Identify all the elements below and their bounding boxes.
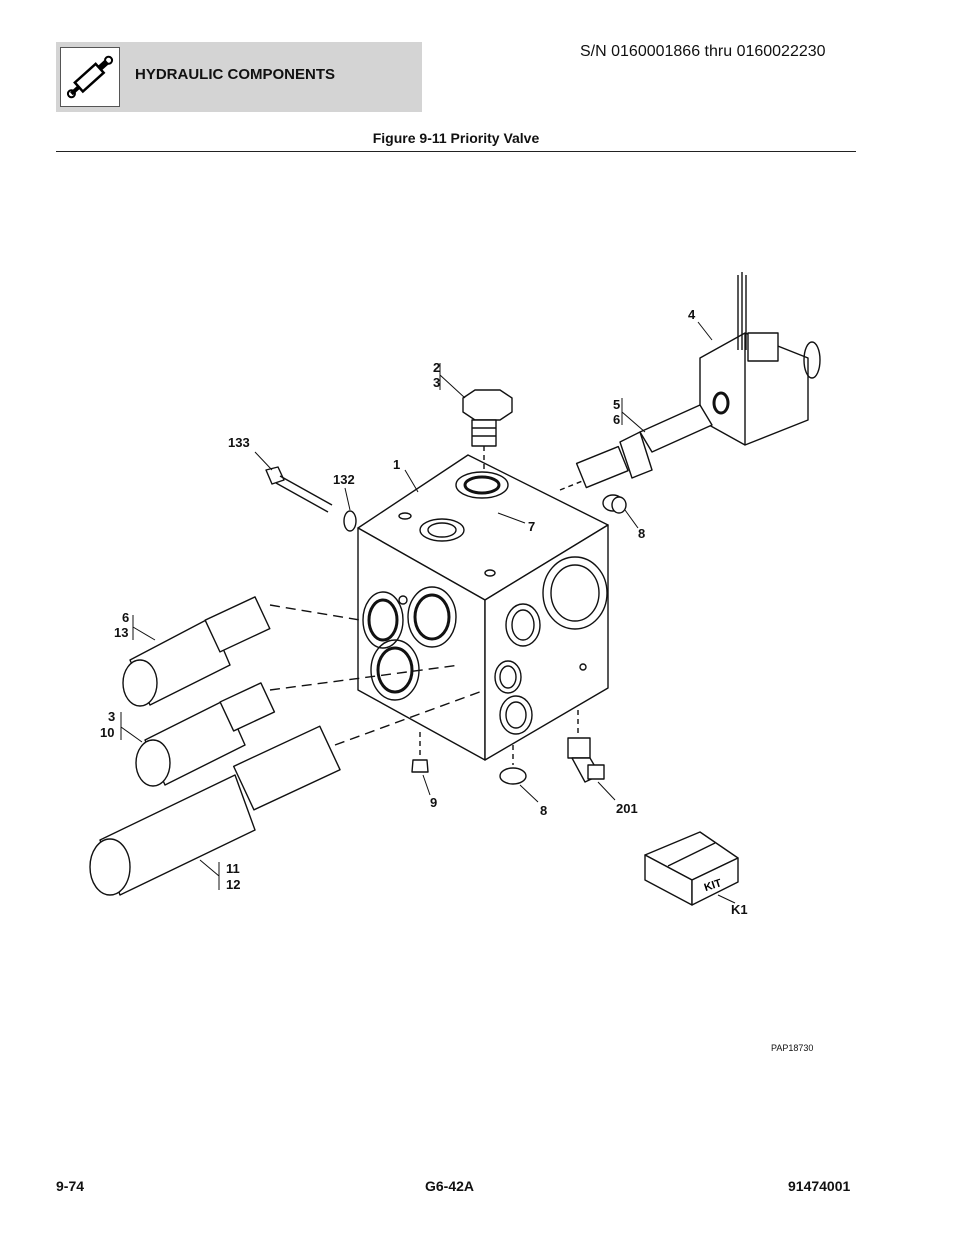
callout-6: 6 [613,412,621,427]
model-number: G6-42A [425,1178,475,1194]
callout-5: 5 [613,397,621,412]
callout-k1: K1 [731,902,748,917]
leader-lines [120,321,736,904]
callout-13: 13 [114,625,129,640]
callout-8-bottom: 8 [540,803,548,818]
relief-cartridge [462,389,513,470]
bolt-and-washer [265,466,357,532]
cartridge-3-10 [135,664,461,787]
callout-6b: 6 [122,610,130,625]
valve-block [357,454,609,761]
cartridge-11-12 [89,689,486,896]
document-number: 91474001 [788,1178,851,1194]
callout-133: 133 [228,435,250,450]
kit-box [644,831,739,906]
cartridge-6-13 [122,596,361,707]
callout-201: 201 [616,801,638,816]
solenoid-stem [559,404,713,491]
callout-12: 12 [226,877,241,892]
callout-10: 10 [100,725,115,740]
plug-9 [411,732,429,773]
elbow-fitting-201 [567,710,605,783]
serial-range: S/N 0160001866 thru 0160022230 [580,43,826,60]
callout-1: 1 [393,457,401,472]
kit-box-label: KIT [703,877,724,894]
hydraulic-cylinder-icon [60,47,120,107]
figure-reference: PAP18730 [771,1043,814,1053]
callout-11: 11 [226,861,240,876]
callout-8-top: 8 [638,526,646,541]
plug-8-top [602,494,627,514]
page-number: 9-74 [56,1178,85,1194]
callout-9: 9 [430,795,438,810]
solenoid-coil [699,272,821,446]
plug-8-bottom [499,745,527,785]
callout-7: 7 [528,519,536,534]
header-rule [56,151,856,152]
callout-3b: 3 [108,709,116,724]
figure-title: Figure 9-11 Priority Valve [372,130,540,146]
callout-4: 4 [688,307,696,322]
callout-2: 2 [433,360,441,375]
callout-3: 3 [433,375,441,390]
section-title: HYDRAULIC COMPONENTS [135,66,336,83]
callout-132: 132 [333,472,355,487]
